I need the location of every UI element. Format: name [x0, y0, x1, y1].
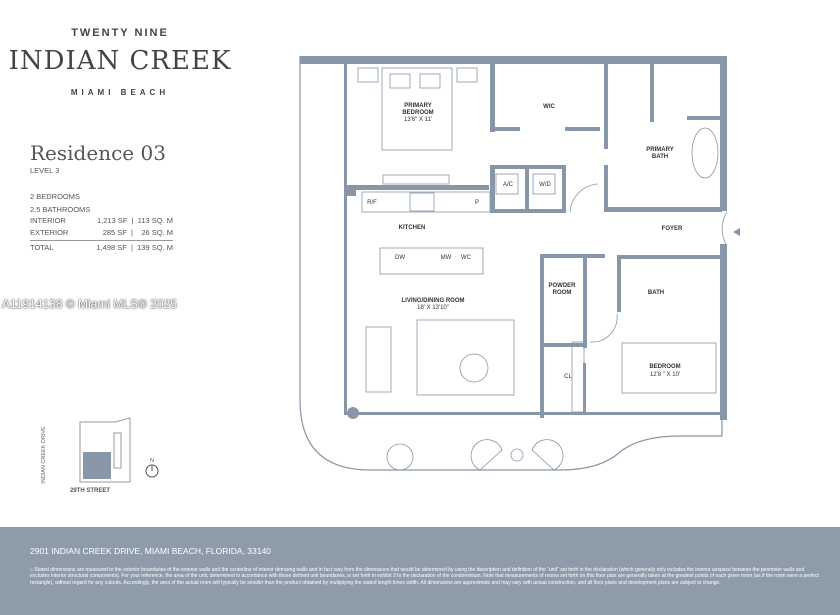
label-mw: MW [441, 255, 452, 261]
label-wc: WC [461, 255, 472, 261]
label-bath: BATH [648, 290, 664, 296]
disclaimer-text: Stated dimensions are measured to the ex… [30, 567, 819, 586]
floor-plan: PRIMARY BEDROOM 13'6" X 11' WIC PRIMARY … [41, 56, 740, 494]
spec-label: INTERIOR [30, 216, 66, 225]
label-powder: POWDER [549, 283, 577, 289]
label-p: P [475, 200, 479, 206]
brand-sub: MIAMI BEACH [70, 88, 170, 97]
spec-value: 285 SF | 26 SQ. M [102, 228, 173, 237]
spec-value: 1,213 SF | 113 SQ. M [96, 216, 173, 225]
bathrooms: 2.5 BATHROOMS [30, 205, 91, 214]
label-wd: W/D [539, 182, 551, 188]
watermark: A11914138 © Miami MLS® 2025 [2, 297, 177, 311]
brand-logo: INDIAN CREEK [8, 46, 232, 76]
label-primary-bath: BATH [652, 154, 668, 160]
spec-row-exterior: EXTERIOR 285 SF | 26 SQ. M [30, 228, 173, 237]
spec-row-interior: INTERIOR 1,213 SF | 113 SQ. M [30, 216, 173, 225]
label-ac: A/C [503, 182, 514, 188]
bedrooms: 2 BEDROOMS [30, 192, 81, 201]
home-icon: ⌂ [30, 567, 35, 573]
street-label: 29TH STREET [70, 488, 110, 494]
label-primary-bedroom: PRIMARY [404, 103, 431, 109]
street-label: INDIAN CREEK DRIVE [41, 426, 47, 484]
label-dw: DW [395, 255, 405, 261]
label-primary-bedroom: BEDROOM [402, 110, 433, 116]
dim-bedroom: 12'8 " X 10' [650, 372, 680, 378]
entry-arrow-icon [733, 228, 740, 236]
label-bedroom: BEDROOM [649, 364, 680, 370]
dim-living: 18' X 13'10" [417, 305, 449, 311]
terrace-outline [299, 56, 723, 471]
label-wic: WIC [543, 104, 555, 110]
divider [30, 240, 173, 241]
spec-label: TOTAL [30, 243, 54, 252]
label-powder: ROOM [553, 290, 572, 296]
spec-label: EXTERIOR [30, 228, 69, 237]
dim-primary-bedroom: 13'6" X 11' [404, 117, 432, 123]
disclaimer: ⌂ Stated dimensions are measured to the … [30, 567, 820, 586]
address: 2901 INDIAN CREEK DRIVE, MIAMI BEACH, FL… [30, 546, 271, 556]
brand-top: TWENTY NINE [71, 27, 169, 39]
furniture [357, 67, 728, 471]
label-cl: CL [564, 374, 572, 380]
label-foyer: FOYER [662, 226, 683, 232]
spec-row-total: TOTAL 1,498 SF | 139 SQ. M [30, 243, 173, 252]
label-kitchen: KITCHEN [399, 225, 426, 231]
north-label: N [150, 458, 154, 464]
room-labels: PRIMARY BEDROOM 13'6" X 11' WIC PRIMARY … [367, 103, 683, 380]
label-rf: R/F [367, 200, 377, 206]
residence-title: Residence 03 [30, 141, 166, 165]
column [347, 407, 359, 419]
residence-level: LEVEL 3 [30, 166, 60, 175]
keyplan: INDIAN CREEK DRIVE 29TH STREET N [41, 417, 159, 494]
walls [300, 56, 727, 420]
footer: 2901 INDIAN CREEK DRIVE, MIAMI BEACH, FL… [0, 527, 840, 615]
label-living: LIVING/DINING ROOM [402, 298, 465, 304]
spec-value: 1,498 SF | 139 SQ. M [96, 243, 173, 252]
label-primary-bath: PRIMARY [646, 147, 673, 153]
